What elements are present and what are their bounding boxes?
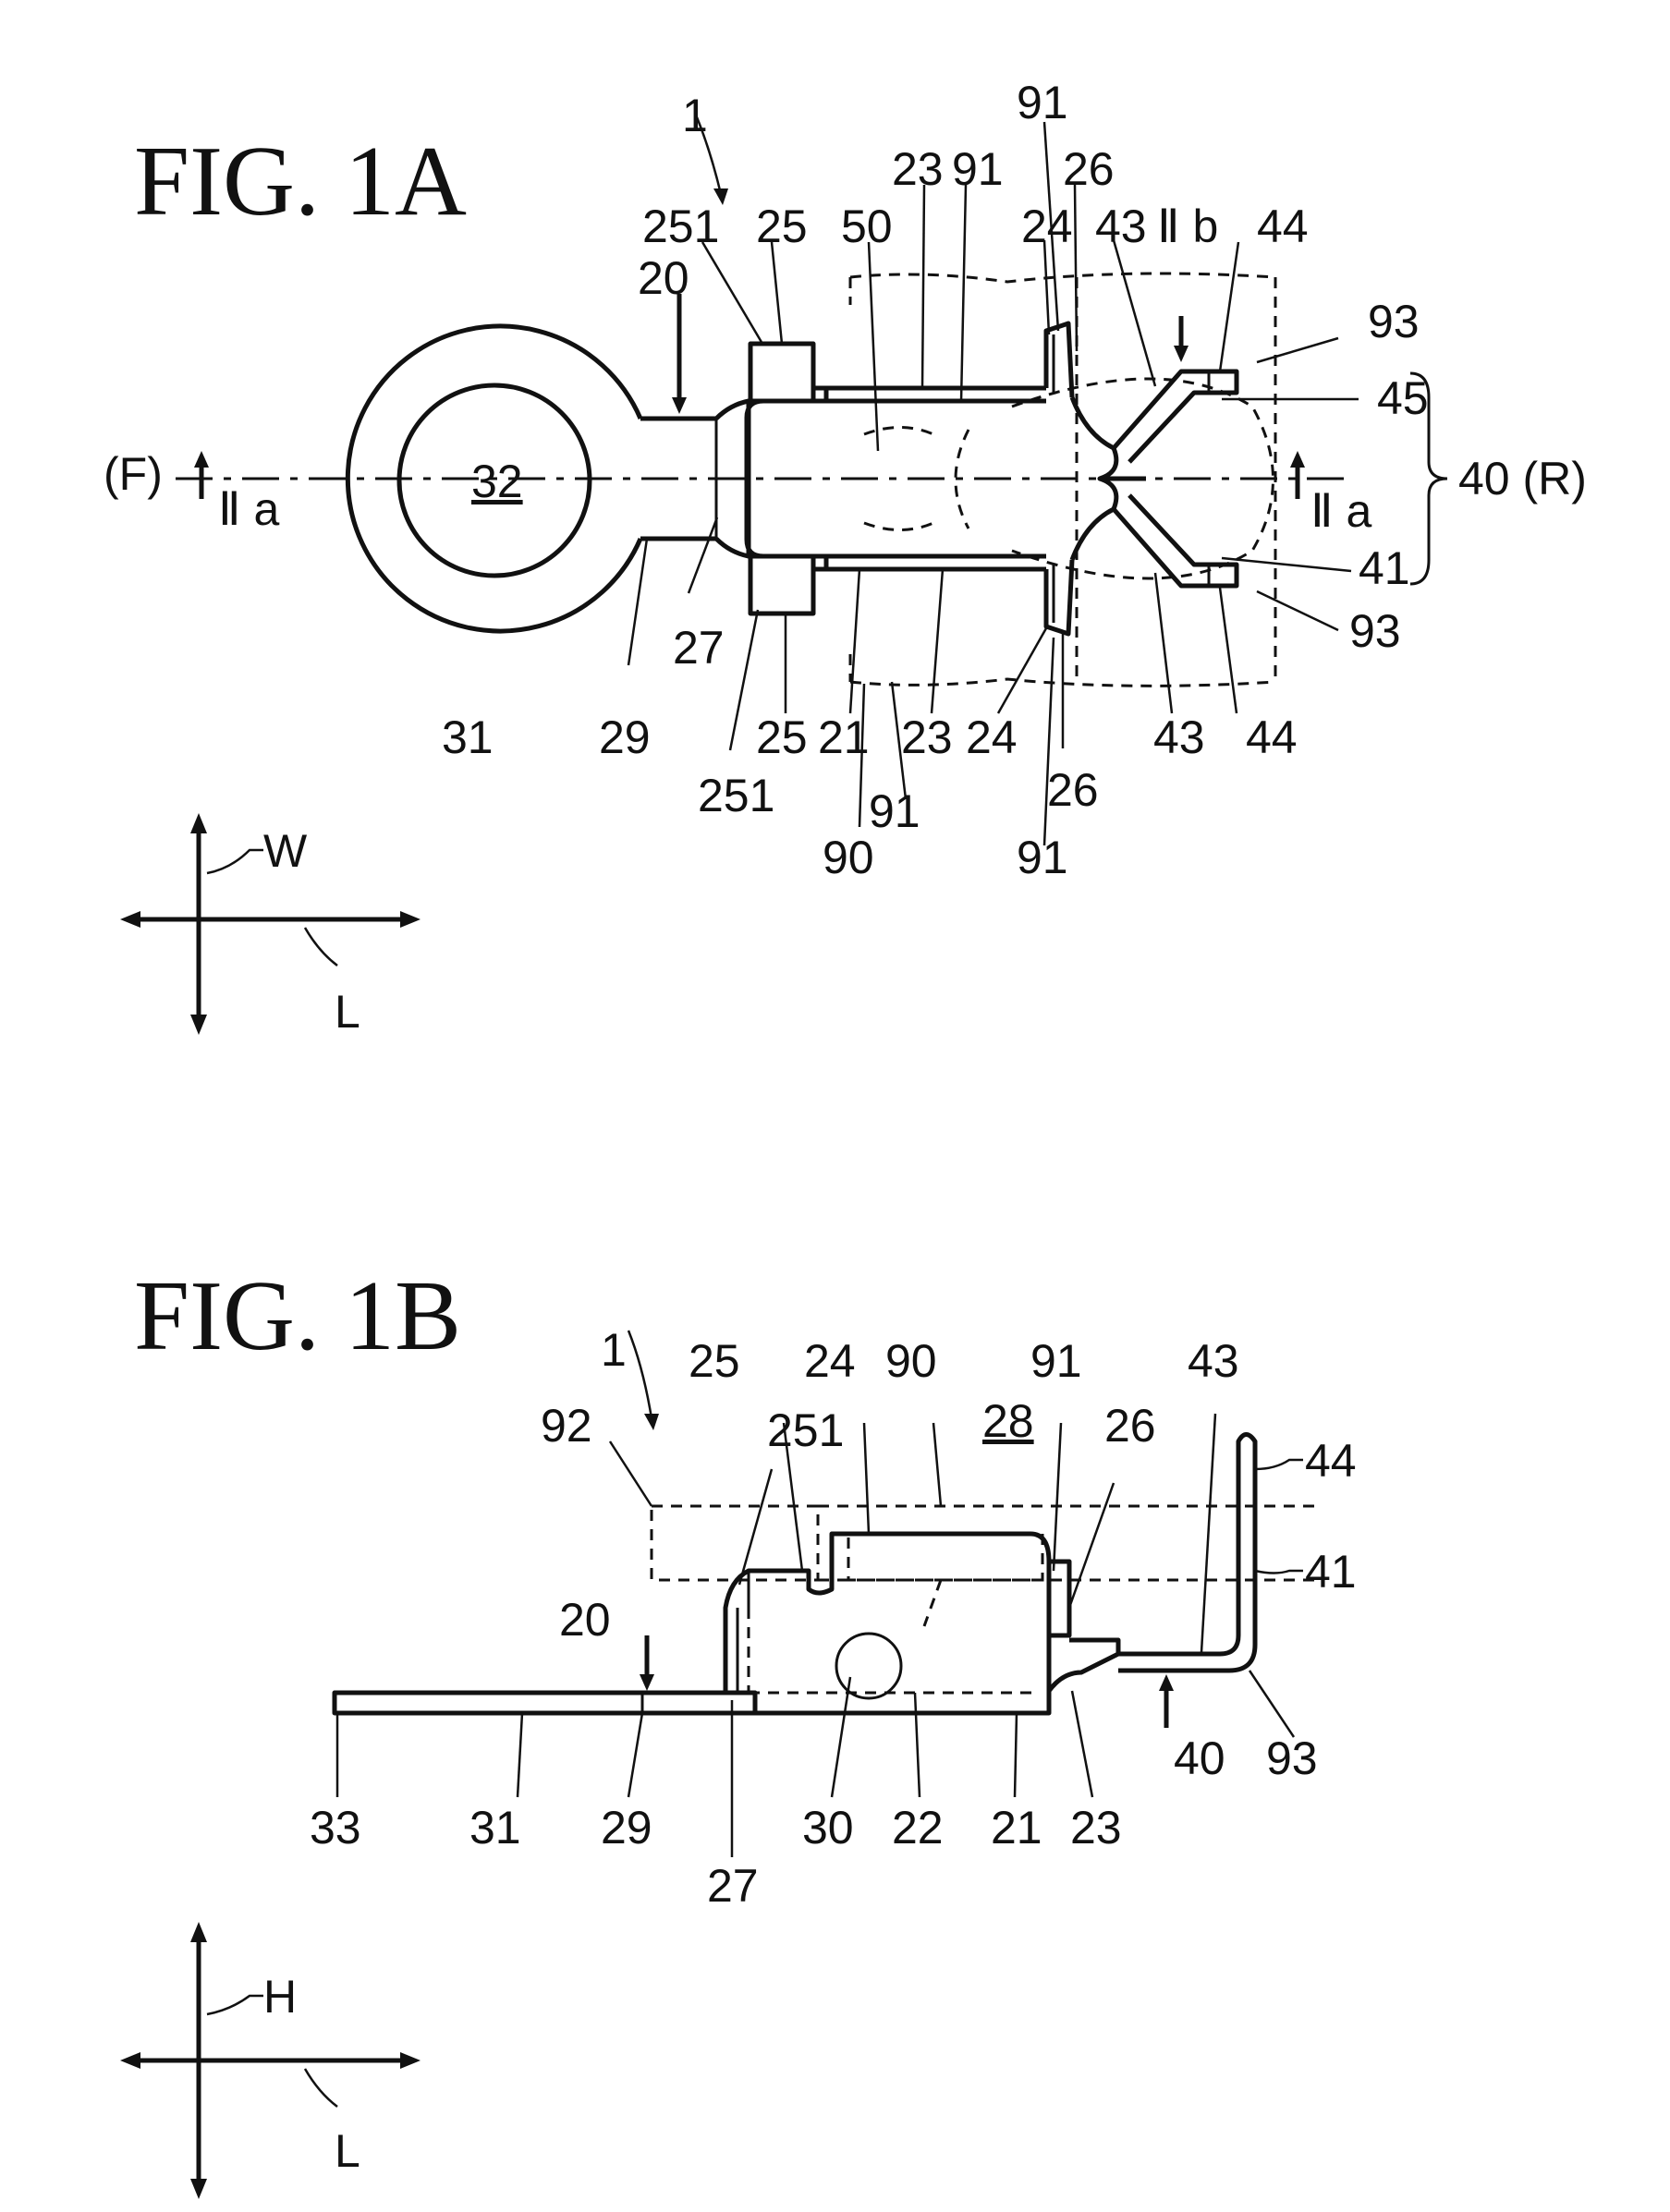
arrow-1-side [628,1331,659,1430]
section-line-IIa [176,451,1349,499]
label-a-25-bot: 25 [756,711,808,763]
label-a-45: 45 [1377,372,1429,424]
figure-1a: FIG. 1A [104,77,1587,1038]
figure-1a-title: FIG. 1A [134,127,467,237]
arrow-20-side [640,1635,654,1691]
label-a-23-bot: 23 [901,711,953,763]
label-a-29: 29 [599,711,651,763]
arrow-40-side [1159,1674,1174,1728]
label-a-27: 27 [673,622,725,674]
label-b-1: 1 [601,1324,627,1376]
section-arrow-IIb [1174,316,1189,362]
label-b-28: 28 [982,1395,1034,1447]
label-b-40: 40 [1174,1732,1225,1784]
label-b-23: 23 [1070,1802,1122,1853]
axis-cross-w-l: W L [120,813,421,1038]
labels-1b: 1 92 25 251 24 90 28 91 26 43 44 41 20 4… [310,1324,1357,1912]
label-b-24: 24 [804,1335,856,1387]
label-a-91-bot: 91 [869,785,920,837]
label-a-24-top: 24 [1021,201,1073,252]
label-b-33: 33 [310,1802,361,1853]
leader-lines-1b [337,1414,1303,1857]
label-a-91-top: 91 [952,143,1004,195]
label-b-41: 41 [1305,1546,1357,1598]
label-a-41: 41 [1359,542,1410,594]
label-b-31: 31 [469,1802,521,1853]
label-a-43-top: 43 [1095,201,1147,252]
label-a-44-bot: 44 [1246,711,1298,763]
label-b-26: 26 [1104,1400,1156,1452]
label-a-F: (F) [104,448,163,500]
label-a-24-bot: 24 [966,711,1018,763]
axis-label-w: W [263,825,308,877]
label-a-251-bot: 251 [698,770,774,821]
label-a-40R: 40 (R) [1458,453,1587,504]
label-a-IIa-left: Ⅱ a [218,483,280,535]
label-a-IIb: Ⅱ b [1157,201,1218,252]
label-b-22: 22 [892,1802,944,1853]
label-a-32: 32 [471,456,523,507]
label-b-30: 30 [802,1802,854,1853]
label-a-90: 90 [823,832,874,883]
label-a-93-top: 93 [1368,296,1420,347]
label-a-31: 31 [442,711,494,763]
tab-25-lower [750,556,813,614]
label-a-93-bot: 93 [1349,605,1401,657]
label-a-44-top: 44 [1257,201,1309,252]
label-b-91: 91 [1030,1335,1082,1387]
arrow-20-top [672,294,687,414]
axis-label-l-1a: L [335,986,360,1038]
label-b-29: 29 [601,1802,652,1853]
label-b-43: 43 [1188,1335,1239,1387]
label-a-91-bot2: 91 [1017,832,1068,883]
label-b-251: 251 [767,1404,844,1456]
label-a-20: 20 [638,252,689,304]
label-b-20: 20 [559,1594,611,1646]
label-a-26-top: 26 [1063,143,1115,195]
terminal-side-view [335,1435,1322,1714]
label-b-92: 92 [541,1400,592,1452]
tab-25-upper [750,344,813,401]
label-a-43-bot: 43 [1153,711,1205,763]
label-a-26-bot: 26 [1047,764,1099,816]
label-a-23-top: 23 [892,143,944,195]
axis-cross-h-l: H L [120,1922,421,2199]
label-b-93: 93 [1266,1732,1318,1784]
label-a-50: 50 [841,201,893,252]
axis-label-h: H [263,1971,297,2023]
label-a-IIa-right: Ⅱ a [1310,485,1372,537]
figure-1b: FIG. 1B [120,1261,1357,2199]
label-b-90: 90 [885,1335,937,1387]
label-a-25-top: 25 [756,201,808,252]
label-a-91-top2: 91 [1017,77,1068,128]
label-b-27: 27 [707,1860,759,1912]
axis-label-l-1b: L [335,2125,360,2177]
figure-1b-title: FIG. 1B [134,1261,461,1371]
label-b-21: 21 [991,1802,1042,1853]
label-b-44: 44 [1305,1435,1357,1487]
label-a-21: 21 [818,711,870,763]
label-b-25: 25 [689,1335,740,1387]
label-a-1: 1 [682,90,708,141]
label-a-251-top: 251 [642,201,719,252]
